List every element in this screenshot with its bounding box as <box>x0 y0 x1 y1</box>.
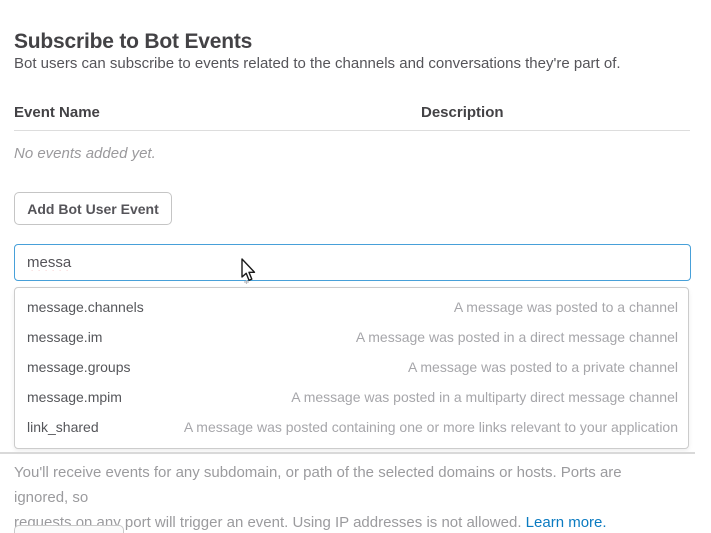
partial-bottom-button[interactable] <box>14 525 124 533</box>
table-header-divider <box>14 130 690 131</box>
suggestion-description: A message was posted to a channel <box>453 299 678 315</box>
column-header-event-name: Event Name <box>14 104 100 121</box>
suggestion-name: message.mpim <box>27 389 122 405</box>
learn-more-link[interactable]: Learn more. <box>525 514 607 531</box>
page-title: Subscribe to Bot Events <box>14 30 253 54</box>
suggestion-name: message.im <box>27 329 103 345</box>
footer-help-text: You'll receive events for any subdomain,… <box>14 460 676 533</box>
event-search-input[interactable] <box>14 244 691 281</box>
add-bot-user-event-button[interactable]: Add Bot User Event <box>14 192 172 225</box>
suggestion-message-im[interactable]: message.im A message was posted in a dir… <box>15 322 688 352</box>
suggestion-link-shared[interactable]: link_shared A message was posted contain… <box>15 412 688 442</box>
suggestion-description: A message was posted in a direct message… <box>355 329 678 345</box>
suggestion-description: A message was posted in a multiparty dir… <box>291 389 678 405</box>
event-suggestions-dropdown: message.channels A message was posted to… <box>14 287 689 449</box>
suggestion-message-mpim[interactable]: message.mpim A message was posted in a m… <box>15 382 688 412</box>
suggestion-description: A message was posted to a private channe… <box>407 359 678 375</box>
suggestion-name: message.channels <box>27 299 144 315</box>
footer-line1: You'll receive events for any subdomain,… <box>14 464 622 506</box>
footer-line2: requests on any port will trigger an eve… <box>14 514 522 531</box>
page-subtitle: Bot users can subscribe to events relate… <box>14 55 621 72</box>
suggestion-message-groups[interactable]: message.groups A message was posted to a… <box>15 352 688 382</box>
suggestion-description: A message was posted containing one or m… <box>183 419 678 435</box>
suggestion-name: link_shared <box>27 419 99 435</box>
section-divider <box>0 452 695 454</box>
suggestion-message-channels[interactable]: message.channels A message was posted to… <box>15 292 688 322</box>
empty-events-message: No events added yet. <box>14 145 156 162</box>
column-header-description: Description <box>421 104 504 121</box>
suggestion-name: message.groups <box>27 359 131 375</box>
